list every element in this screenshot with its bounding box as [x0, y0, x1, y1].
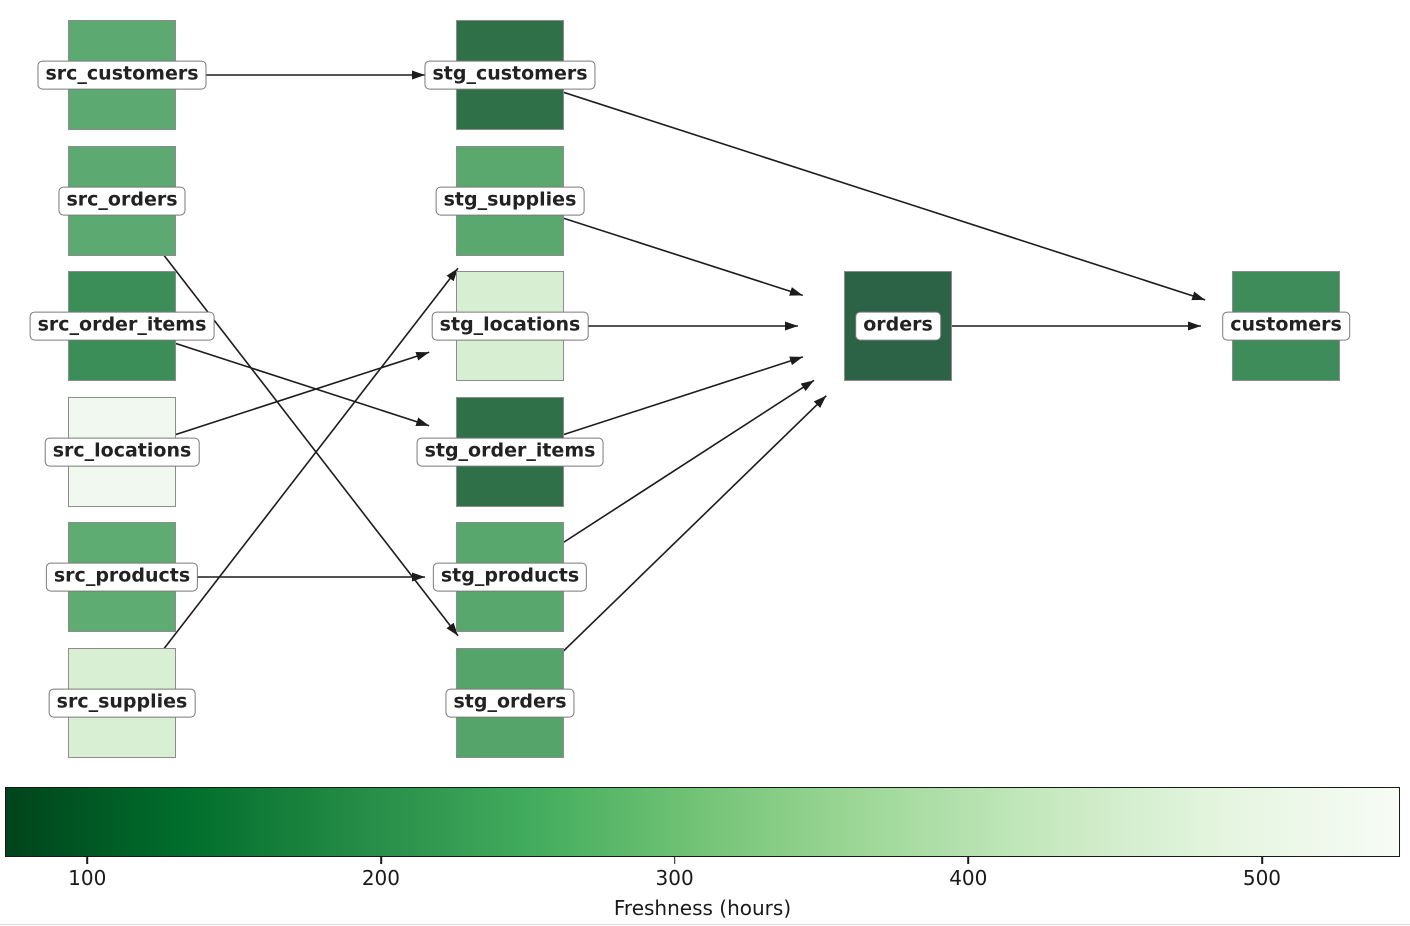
edges-group: [121, 70, 1206, 704]
colorbar-tick-500: [1261, 857, 1263, 864]
colorbar-tick-label-400: 400: [949, 866, 988, 890]
bottom-divider: [0, 923, 1410, 925]
colorbar-tick-300: [673, 857, 676, 864]
colorbar-tick-label-100: 100: [68, 866, 107, 890]
node-label-stg_order_items: stg_order_items: [416, 437, 604, 467]
colorbar-tick-400: [967, 857, 970, 864]
edge-stg_customers-to-customers: [509, 74, 1206, 301]
colorbar-tick-200: [380, 857, 382, 864]
node-label-stg_customers: stg_customers: [424, 60, 596, 90]
edge-src_supplies-to-stg_supplies: [121, 267, 459, 704]
colorbar-tick-label-300: 300: [655, 866, 694, 890]
node-label-src_customers: src_customers: [37, 60, 207, 90]
node-label-customers: customers: [1222, 311, 1350, 341]
node-label-src_products: src_products: [45, 562, 199, 592]
node-label-stg_orders: stg_orders: [445, 688, 575, 718]
node-label-src_locations: src_locations: [44, 437, 200, 467]
edge-src_orders-to-stg_orders: [121, 200, 459, 637]
node-label-stg_products: stg_products: [432, 562, 588, 592]
node-label-stg_locations: stg_locations: [431, 311, 589, 341]
node-label-src_order_items: src_order_items: [29, 311, 215, 341]
node-label-orders: orders: [855, 311, 941, 341]
node-label-src_supplies: src_supplies: [48, 688, 196, 718]
colorbar-tick-100: [86, 857, 89, 864]
colorbar-tick-label-200: 200: [361, 866, 400, 890]
node-label-stg_supplies: stg_supplies: [435, 186, 585, 216]
colorbar-tick-label-500: 500: [1242, 866, 1282, 890]
colorbar-axis-label: Freshness (hours): [613, 896, 792, 920]
node-label-src_orders: src_orders: [58, 186, 186, 216]
freshness-colorbar: [5, 787, 1400, 857]
